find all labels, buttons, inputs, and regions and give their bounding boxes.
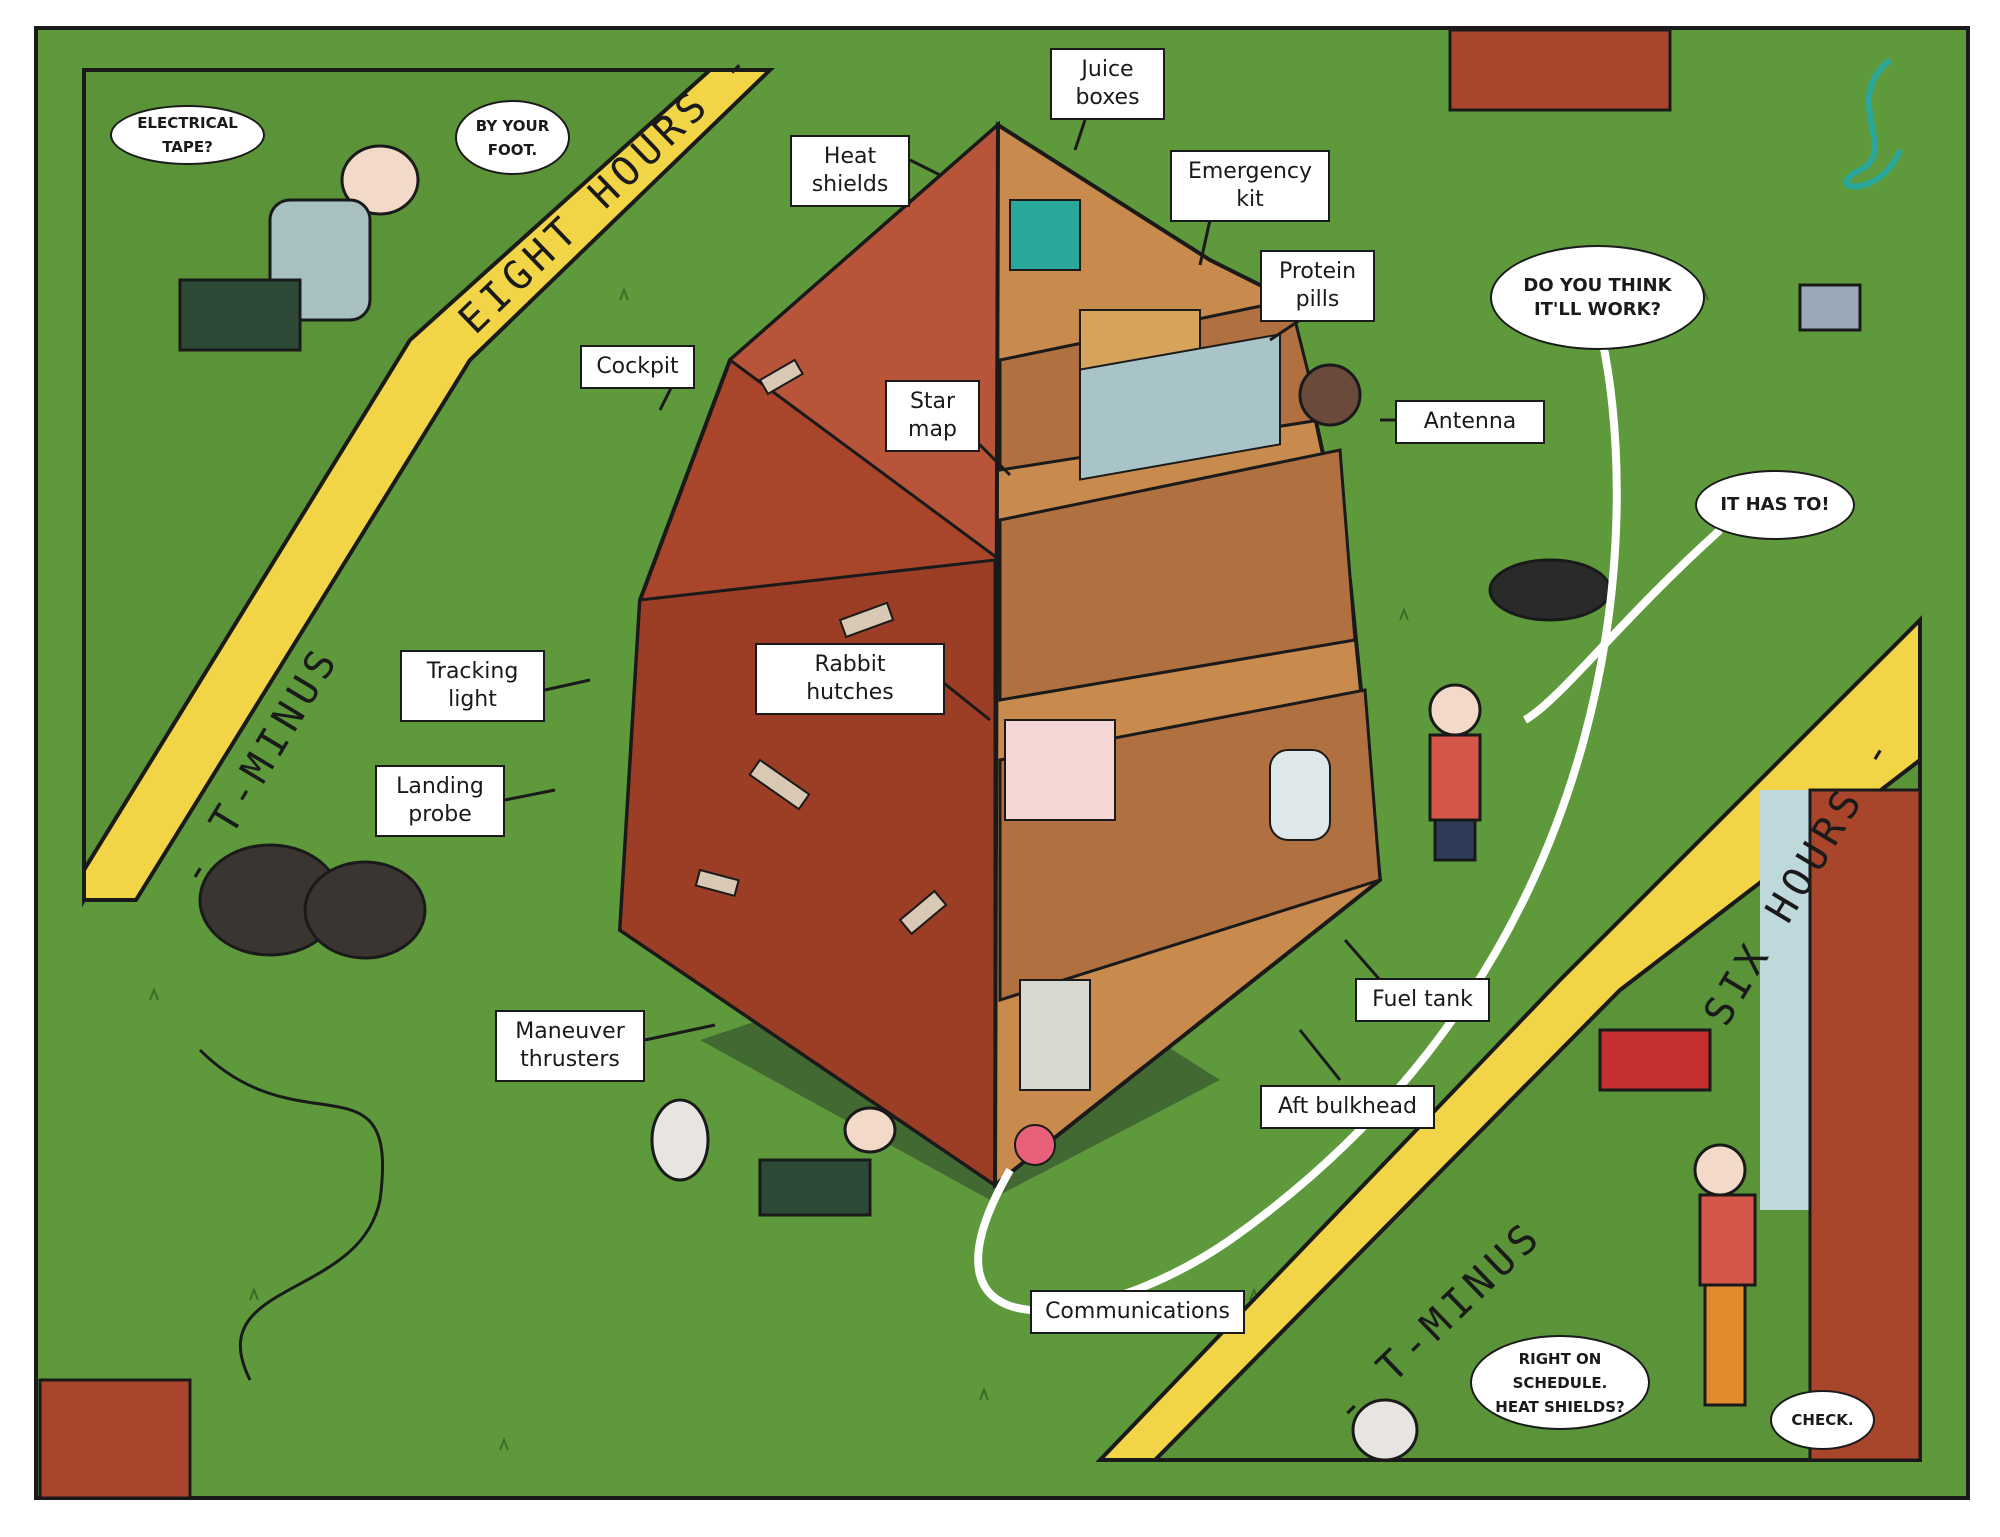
speech-bubble-right-on-schedule: RIGHT ON SCHEDULE. HEAT SHIELDS?	[1470, 1335, 1650, 1430]
inset-ship-wall	[1808, 788, 1922, 1462]
callout-communications: Communications	[1030, 1290, 1245, 1334]
band-six-hours	[1095, 615, 1922, 1462]
speech-bubble-electrical-tape: ELECTRICAL TAPE?	[110, 105, 265, 165]
callout-heat-shields: Heat shields	[790, 135, 910, 207]
girl-clipboard-inset	[1693, 1143, 1757, 1407]
tire	[1488, 558, 1612, 622]
callout-juice-boxes: Juice boxes	[1050, 48, 1165, 120]
speech-tail-it-has-to	[1522, 527, 1723, 724]
callout-rabbit-hutches: Rabbit hutches	[755, 643, 945, 715]
callout-antenna: Antenna	[1395, 400, 1545, 444]
cat-white-bottom	[1351, 1398, 1419, 1462]
callout-fuel-tank: Fuel tank	[1355, 978, 1490, 1022]
speech-bubble-it-has-to: IT HAS TO!	[1695, 470, 1855, 540]
cat-white	[650, 1098, 710, 1182]
fuel-tank-jar	[1269, 749, 1331, 841]
callout-landing-probe: Landing probe	[375, 765, 505, 837]
toolbox	[1798, 283, 1862, 332]
girl-under-ship	[758, 1106, 897, 1217]
cardboard-box-top	[1448, 28, 1672, 112]
cardboard-box-bottom-left	[38, 1378, 192, 1500]
tape-patches	[694, 358, 948, 936]
garden-hose	[1843, 57, 1903, 190]
speech-bubble-by-your-foot: BY YOUR FOOT.	[455, 100, 570, 175]
garbage-bag-2	[303, 860, 427, 960]
juice-box-crate	[1009, 199, 1081, 271]
bed-blanket	[1079, 333, 1281, 481]
band-eight-hours	[82, 68, 775, 902]
callout-maneuver-thrusters: Maneuver thrusters	[495, 1010, 645, 1082]
antenna-dish	[1298, 363, 1362, 427]
speech-bubble-do-you-think: DO YOU THINK IT'LL WORK?	[1490, 245, 1705, 350]
callout-tracking-light: Tracking light	[400, 650, 545, 722]
heater-radiator	[1019, 979, 1091, 1091]
speech-bubble-check: CHECK.	[1770, 1390, 1875, 1450]
extension-cord	[198, 1048, 385, 1381]
callout-star-map: Star map	[885, 380, 980, 452]
telephone	[1014, 1124, 1056, 1166]
callout-cockpit: Cockpit	[580, 345, 695, 389]
callout-protein-pills: Protein pills	[1260, 250, 1375, 322]
callout-emergency-kit: Emergency kit	[1170, 150, 1330, 222]
red-wagon	[1598, 1028, 1712, 1092]
girl-lying-inset	[178, 144, 420, 352]
callout-aft-bulkhead: Aft bulkhead	[1260, 1085, 1435, 1129]
girl-hammering	[1428, 683, 1482, 862]
speech-tail-do-you-think	[974, 329, 1621, 1315]
rabbit-hutch	[1004, 719, 1116, 821]
